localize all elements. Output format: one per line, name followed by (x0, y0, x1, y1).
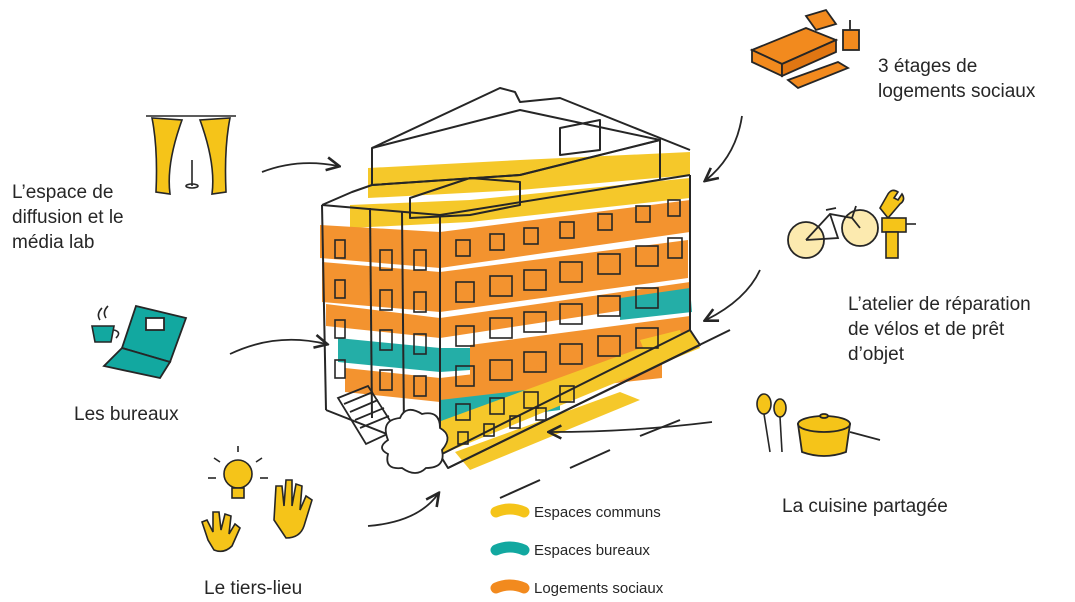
bicycle-icon (787, 205, 879, 259)
windows-side (334, 239, 427, 397)
hand-left-icon (201, 511, 241, 553)
windows-row-3 (455, 287, 659, 347)
windows (334, 199, 683, 445)
cup-icon (91, 305, 120, 343)
arrow-logements (706, 115, 743, 180)
windows-row-4 (455, 327, 659, 387)
arrow-atelier (706, 269, 761, 320)
windows-row-ground (457, 407, 547, 445)
pot-icon (796, 413, 881, 457)
arrow-cuisine (550, 421, 713, 432)
band-penthouse-yellow (368, 152, 690, 198)
label-atelier-velos: L’atelier de réparation de vélos et de p… (848, 294, 1031, 365)
windows-row-2 (455, 237, 683, 303)
windows-row-5 (455, 385, 575, 421)
legend-label-bureaux: Espaces bureaux (534, 542, 650, 559)
band-floor3-teal (620, 288, 692, 320)
label-cuisine-partagee: La cuisine partagée (782, 496, 948, 517)
arrows (229, 115, 761, 527)
bush (381, 408, 449, 474)
label-espace-diffusion: L’espace de diffusion et le média lab (12, 182, 124, 253)
drill-icon (881, 217, 916, 259)
legend-label-logements: Logements sociaux (534, 580, 664, 597)
lightbulb-icon (208, 446, 268, 499)
building (320, 87, 731, 499)
wrench-icon (879, 189, 905, 220)
arrow-tiers-lieu (367, 494, 438, 527)
legend-swatch-logements (490, 579, 530, 594)
utensils-icon (756, 393, 787, 453)
building-outline (321, 87, 701, 469)
arrow-bureaux (229, 340, 326, 355)
curtains-icon (146, 115, 236, 195)
hand-right-icon (273, 479, 313, 539)
legend-swatch-bureaux (490, 541, 530, 556)
legend-swatches (490, 503, 530, 594)
label-tiers-lieu: Le tiers-lieu (204, 578, 303, 599)
label-logements-sociaux: 3 étages de logements sociaux (878, 56, 1036, 102)
bed-icon (749, 8, 860, 90)
laptop-icon (102, 304, 188, 380)
windows-row-1 (455, 199, 681, 257)
label-bureaux: Les bureaux (74, 404, 179, 425)
legend-swatch-communs (490, 503, 530, 518)
legend-label-communs: Espaces communs (534, 504, 661, 521)
band-floor4-orange (470, 316, 690, 378)
arrow-diffusion (261, 163, 338, 173)
